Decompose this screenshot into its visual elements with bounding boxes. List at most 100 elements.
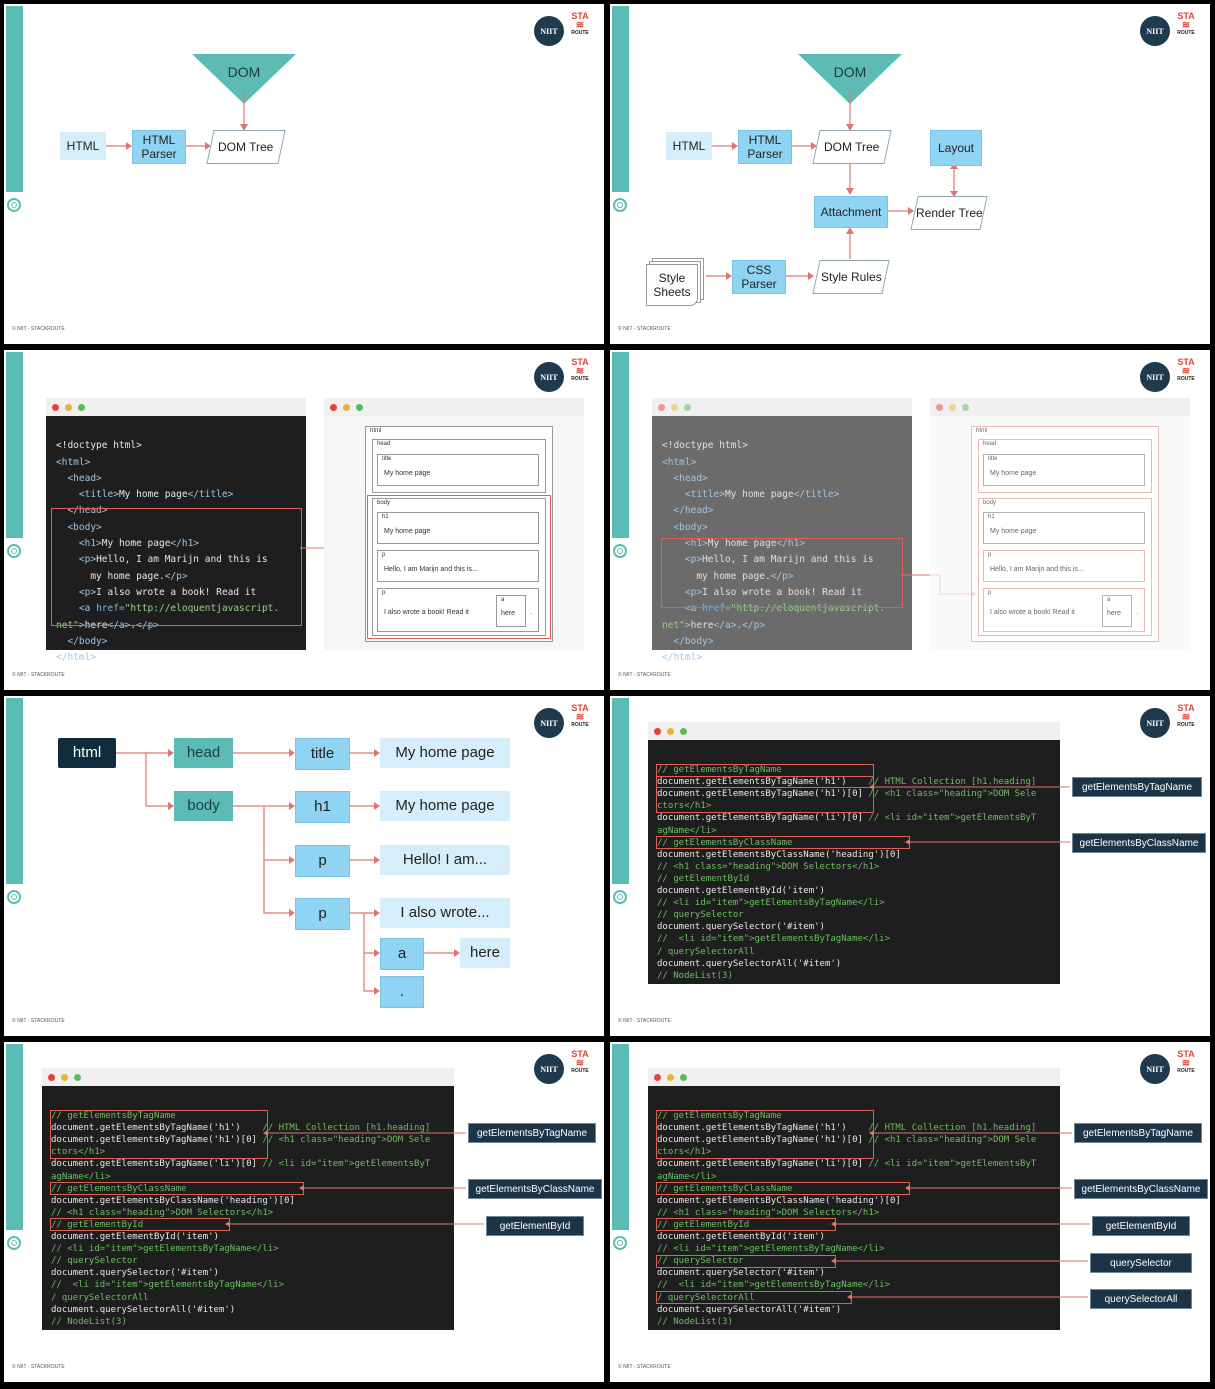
ring-icon xyxy=(7,1236,21,1250)
p-highlight xyxy=(661,538,903,608)
niit-logo: NIIT xyxy=(534,708,564,738)
tag-getElementById: getElementById xyxy=(1092,1216,1190,1236)
accent-bar xyxy=(6,698,23,884)
tree-head: head xyxy=(174,738,233,768)
render-flow-arrows xyxy=(706,54,958,280)
niit-logo: NIIT xyxy=(1140,362,1170,392)
accent-bar xyxy=(6,1044,23,1230)
style-sheets-stack: Style Sheets xyxy=(646,258,704,306)
copyright: © NIIT - STACKROUTE xyxy=(618,1364,671,1370)
layout-box: Layout xyxy=(930,130,982,166)
body-highlight xyxy=(51,508,302,626)
tree-p2-text: I also wrote... xyxy=(380,898,510,928)
code-window-titlebar xyxy=(42,1068,454,1086)
stackroute-logo: STA≋ROUTE xyxy=(571,11,589,37)
html-code-panel: <!doctype html> <html> <head> <title>My … xyxy=(652,416,912,663)
copyright: © NIIT - STACKROUTE xyxy=(618,1018,671,1024)
bytag-index-highlight xyxy=(656,776,874,788)
tag-getElementsByTagName: getElementsByTagName xyxy=(468,1123,596,1143)
copyright: © NIIT - STACKROUTE xyxy=(12,326,65,332)
dom-tree-box: DOM Tree xyxy=(206,130,286,164)
copyright: © NIIT - STACKROUTE xyxy=(618,326,671,332)
html-code-panel: <!doctype html> <html> <head> <title>My … xyxy=(46,416,306,663)
code-window-titlebar xyxy=(46,398,306,416)
stackroute-logo: STA≋ROUTE xyxy=(1177,703,1195,729)
tree-body: body xyxy=(174,791,233,821)
html-parser-box: HTML Parser xyxy=(738,130,792,164)
copyright: © NIIT - STACKROUTE xyxy=(12,672,65,678)
code-window-titlebar xyxy=(652,398,912,416)
tag-getElementsByTagName: getElementsByTagName xyxy=(1074,1123,1202,1143)
render-window-titlebar xyxy=(324,398,584,416)
accent-bar xyxy=(612,698,629,884)
ring-icon xyxy=(613,198,627,212)
copyright: © NIIT - STACKROUTE xyxy=(12,1364,65,1370)
tag-getElementsByClassName: getElementsByClassName xyxy=(1072,833,1206,853)
js-code-panel: // getElementsByTagName document.getElem… xyxy=(648,1086,1060,1330)
tree-p2: p xyxy=(295,898,350,930)
slide-3: NIIT STA≋ROUTE <!doctype html> <html> <h… xyxy=(4,350,604,690)
slide-6: NIIT STA≋ROUTE // getElementsByTagName d… xyxy=(610,696,1210,1036)
slide-7: NIIT STA≋ROUTE // getElementsByTagName d… xyxy=(4,1042,604,1382)
tree-a: a xyxy=(380,938,424,970)
attachment-box: Attachment xyxy=(814,196,888,228)
ring-icon xyxy=(613,1236,627,1250)
dom-flow-arrows xyxy=(106,54,296,150)
ring-icon xyxy=(7,890,21,904)
tree-title: title xyxy=(295,738,350,770)
slide-5: NIIT STA≋ROUTE html head body title h1 p… xyxy=(4,696,604,1036)
niit-logo: NIIT xyxy=(1140,1054,1170,1084)
stackroute-logo: STA≋ROUTE xyxy=(1177,11,1195,37)
niit-logo: NIIT xyxy=(534,1054,564,1084)
dom-label: DOM xyxy=(833,64,867,80)
copyright: © NIIT - STACKROUTE xyxy=(12,1018,65,1024)
html-box: HTML xyxy=(60,132,106,160)
ring-icon xyxy=(613,890,627,904)
code-window-titlebar xyxy=(648,1068,1060,1086)
niit-logo: NIIT xyxy=(534,16,564,46)
callout-arrows xyxy=(225,1130,484,1227)
tree-connectors xyxy=(116,749,460,995)
html-box: HTML xyxy=(666,132,712,160)
js-code-panel: // getElementsByTagName document.getElem… xyxy=(42,1086,454,1330)
callout-arrows xyxy=(869,784,1070,845)
accent-bar xyxy=(612,6,629,192)
stackroute-logo: STA≋ROUTE xyxy=(1177,1049,1195,1075)
render-tree-box: Render Tree xyxy=(910,196,988,230)
style-rules-box: Style Rules xyxy=(812,260,890,294)
tag-getElementsByClassName: getElementsByClassName xyxy=(468,1179,602,1199)
copyright: © NIIT - STACKROUTE xyxy=(618,672,671,678)
tag-getElementsByTagName: getElementsByTagName xyxy=(1072,777,1202,797)
tag-getElementsByClassName: getElementsByClassName xyxy=(1074,1179,1208,1199)
tag-querySelector: querySelector xyxy=(1090,1253,1192,1273)
stackroute-logo: STA≋ROUTE xyxy=(571,703,589,729)
callout-arrows xyxy=(831,1130,1090,1300)
dom-tree-box: DOM Tree xyxy=(812,130,892,164)
slide-1: NIIT STA≋ROUTE DOM HTML HTML Parser DOM … xyxy=(4,4,604,344)
stackroute-logo: STA≋ROUTE xyxy=(1177,357,1195,383)
accent-bar xyxy=(6,352,23,538)
slide-8: NIIT STA≋ROUTE // getElementsByTagName d… xyxy=(610,1042,1210,1382)
ring-icon xyxy=(7,198,21,212)
body-node-highlight xyxy=(367,495,551,639)
tree-p1: p xyxy=(295,845,350,877)
tree-html: html xyxy=(58,738,116,768)
slide-4: NIIT STA≋ROUTE <!doctype html> <html> <h… xyxy=(610,350,1210,690)
css-parser-box: CSS Parser xyxy=(732,260,786,294)
accent-bar xyxy=(612,1044,629,1230)
tree-dot: . xyxy=(380,976,424,1008)
tree-title-text: My home page xyxy=(380,738,510,768)
accent-bar xyxy=(6,6,23,192)
tree-h1-text: My home page xyxy=(380,791,510,821)
niit-logo: NIIT xyxy=(534,362,564,392)
accent-bar xyxy=(612,352,629,538)
stackroute-logo: STA≋ROUTE xyxy=(571,1049,589,1075)
